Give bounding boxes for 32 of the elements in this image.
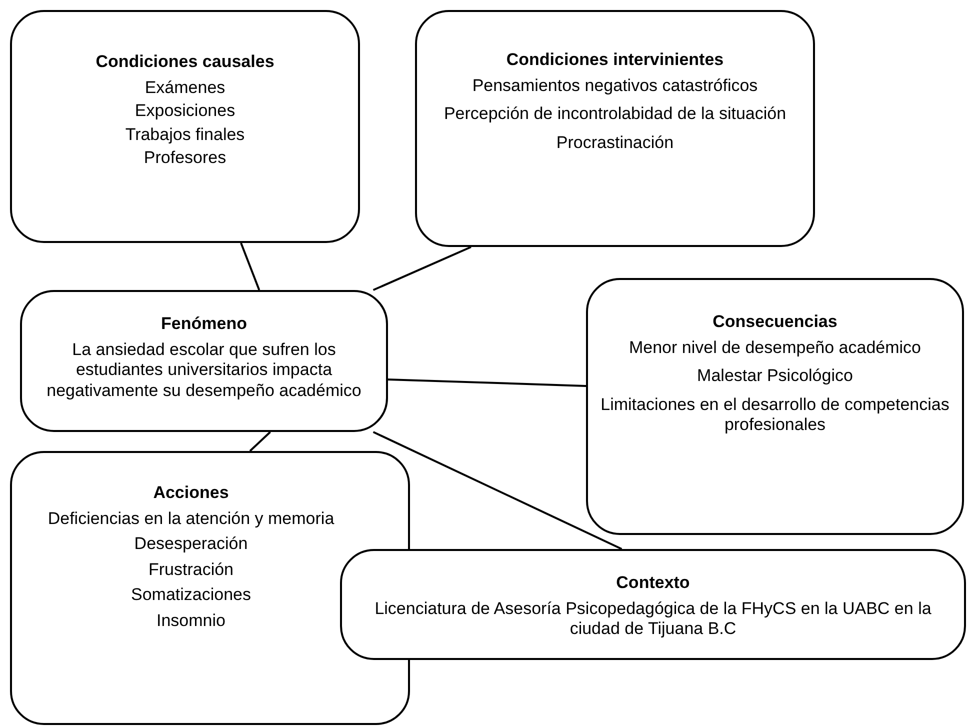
- box-heading: Condiciones intervinientes: [506, 50, 724, 70]
- box-heading: Consecuencias: [712, 312, 838, 332]
- list-item: Malestar Psicológico: [697, 366, 853, 387]
- connector-line: [249, 431, 271, 452]
- list-item: Somatizaciones: [130, 585, 251, 606]
- rounded-box: [340, 549, 966, 660]
- list-item: Procrastinación: [556, 132, 674, 154]
- rounded-box: [586, 278, 964, 535]
- box-heading: Contexto: [616, 573, 690, 593]
- rounded-box: [20, 290, 388, 432]
- list-item: Trabajos finales: [125, 124, 245, 146]
- list-item: Exposiciones: [134, 101, 236, 122]
- list-item: Deficiencias en la atención y memoria: [48, 509, 334, 530]
- list-item: Menor nivel de desempeño académico: [628, 338, 921, 358]
- list-item: Frustración: [148, 560, 234, 580]
- connector-line: [388, 378, 586, 387]
- connector-line: [240, 242, 260, 290]
- rounded-box: [10, 10, 360, 243]
- list-item: Licenciatura de Asesoría Psicopedagógica de la FHyCS en la UABC en la ciudad de Tijuana B.C: [374, 599, 932, 640]
- box-heading: Fenómeno: [161, 314, 247, 334]
- connector-line: [372, 246, 472, 291]
- list-item: Insomnio: [156, 610, 226, 631]
- box-heading: Condiciones causales: [96, 52, 274, 72]
- list-item: Desesperación: [134, 534, 248, 555]
- list-item: Profesores: [144, 148, 226, 169]
- list-item: La ansiedad escolar que sufren los estudiantes universitarios impacta negativamente su desempeño académico: [46, 340, 362, 402]
- list-item: Percepción de incontrolabidad de la situación: [444, 104, 786, 125]
- list-item: Pensamientos negativos catastróficos: [472, 76, 758, 96]
- list-item: Exámenes: [144, 78, 226, 98]
- list-item: Limitaciones en el desarrollo de competencias profesionales: [600, 394, 950, 436]
- rounded-box: [415, 10, 815, 247]
- box-heading: Acciones: [153, 483, 229, 503]
